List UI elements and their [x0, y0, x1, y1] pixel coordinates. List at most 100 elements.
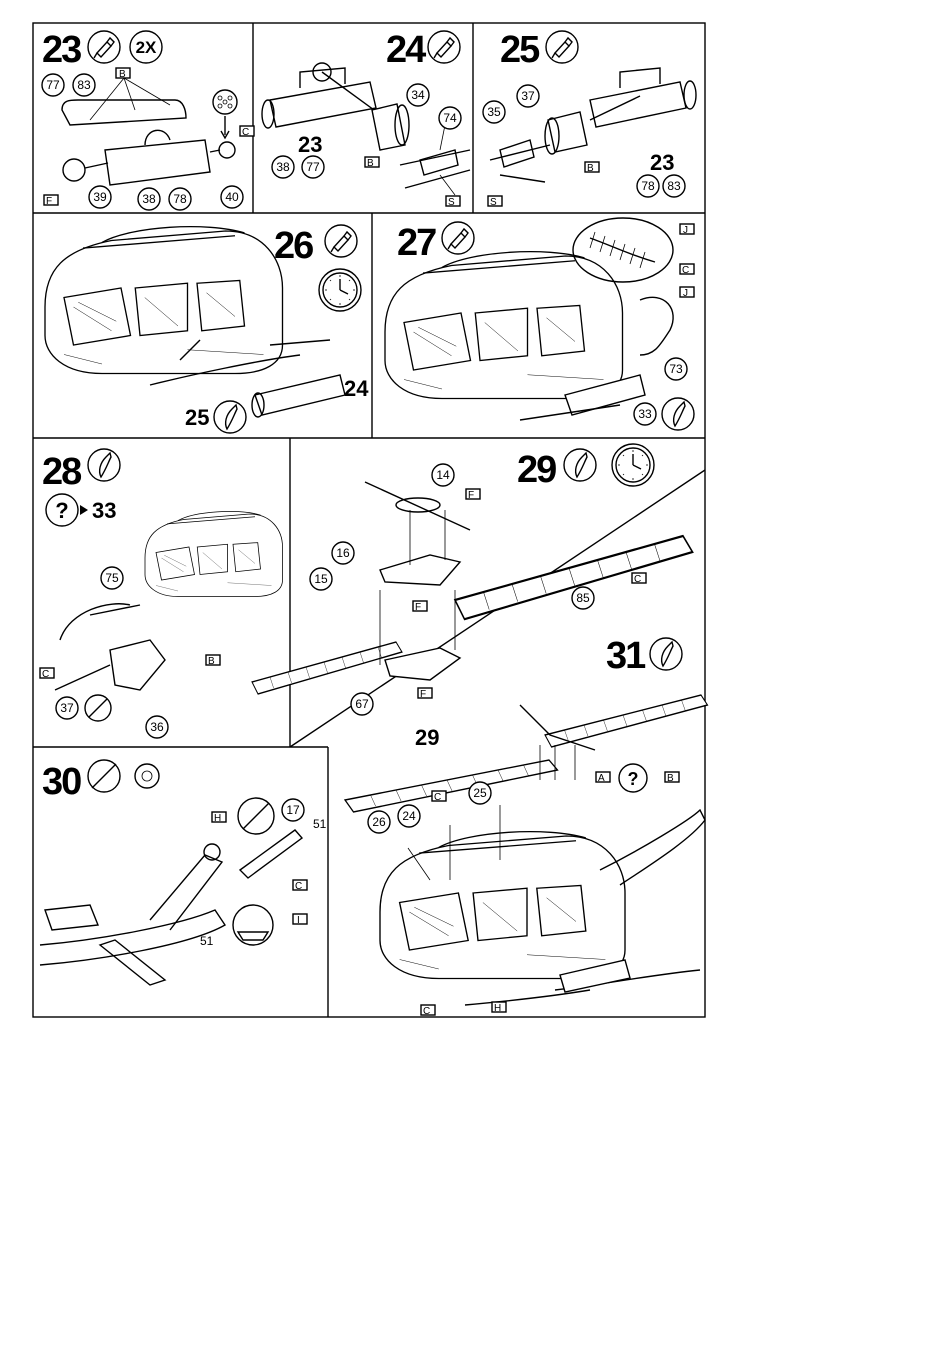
part-pod-body	[105, 140, 210, 185]
rotor-blade	[545, 695, 708, 747]
svg-text:F: F	[415, 602, 421, 613]
step-number: 30	[42, 761, 81, 803]
part-39-shape	[63, 159, 85, 181]
svg-text:C: C	[423, 1006, 430, 1017]
assembly-ref: 23	[298, 132, 322, 157]
ammo-belt	[640, 297, 673, 355]
tail-fin	[45, 905, 98, 930]
step-26-panel: 26 24 25	[45, 225, 369, 433]
svg-text:C: C	[434, 792, 441, 803]
part-callout: 75	[105, 571, 119, 585]
svg-text:A: A	[598, 773, 605, 784]
decal-icon	[135, 764, 159, 788]
step-number: 31	[606, 635, 646, 677]
helicopter-nose	[385, 252, 623, 399]
tail-rotor	[240, 830, 302, 878]
rotor-blade	[455, 536, 693, 619]
svg-text:B: B	[367, 158, 374, 169]
paint-brush-icon	[650, 638, 682, 670]
part-callout: 73	[669, 362, 683, 376]
part-callout: 35	[487, 105, 501, 119]
rotor-head	[380, 555, 460, 585]
part-callout: 83	[77, 78, 91, 92]
svg-text:C: C	[295, 881, 302, 892]
part-callout: 17	[286, 803, 300, 817]
glue-tube-icon	[546, 31, 578, 63]
svg-text:?: ?	[628, 769, 639, 789]
helicopter-body	[380, 832, 625, 979]
part-callout: 37	[60, 701, 74, 715]
svg-text:C: C	[242, 127, 249, 138]
svg-text:C: C	[634, 574, 641, 585]
goto-arrow	[80, 505, 88, 515]
part-callout: 36	[150, 720, 164, 734]
part-label: 51	[200, 934, 214, 948]
part-callout: 16	[336, 546, 350, 560]
part-callout: 33	[638, 407, 652, 421]
svg-text:83: 83	[667, 179, 681, 193]
part-callout: 25	[473, 786, 487, 800]
svg-text:B: B	[667, 773, 674, 784]
part-callout: 38	[142, 192, 156, 206]
svg-text:I: I	[297, 915, 300, 926]
svg-text:J: J	[683, 225, 688, 236]
part-label: 51	[313, 817, 327, 831]
assembly-ref: 24	[344, 376, 369, 401]
svg-text:B: B	[119, 69, 126, 80]
step-number: 24	[386, 29, 426, 71]
step-24-panel: 24 23 38 77 34 74 B S	[262, 29, 470, 208]
clock-icon	[319, 269, 361, 311]
svg-text:C: C	[682, 265, 689, 276]
part-callout: 74	[443, 111, 457, 125]
svg-text:78: 78	[641, 179, 655, 193]
part-pod	[590, 82, 686, 127]
assembly-ref: 29	[415, 725, 439, 750]
step-number: 25	[500, 29, 540, 71]
svg-text:H: H	[214, 813, 221, 824]
step-23-panel: 23 2X B C F 77 83 39 38 78 40	[42, 29, 254, 210]
step-25-panel: 25 37 35 23 78 83 B S	[483, 29, 696, 208]
part-callout: 15	[314, 572, 328, 586]
step-30-panel: 30 17 51 51 H C I	[40, 760, 327, 985]
part-callout: 78	[173, 192, 187, 206]
part-callout: 77	[46, 78, 60, 92]
part-pod	[255, 375, 345, 415]
part-pod	[270, 82, 376, 127]
step-number: 29	[517, 449, 556, 491]
part-callout: 26	[372, 815, 386, 829]
helicopter-nose	[145, 511, 283, 596]
svg-text:?: ?	[55, 498, 68, 523]
svg-text:38: 38	[276, 160, 290, 174]
svg-text:J: J	[683, 288, 688, 299]
paint-brush-icon	[88, 449, 120, 481]
svg-text:F: F	[468, 490, 474, 501]
step-number: 26	[274, 225, 313, 267]
svg-text:S: S	[448, 197, 455, 208]
rotor-blade	[252, 642, 402, 694]
svg-text:B: B	[587, 163, 594, 174]
paint-brush-icon	[214, 401, 246, 433]
svg-text:77: 77	[306, 160, 320, 174]
stabilizer	[100, 940, 165, 985]
svg-text:F: F	[46, 196, 52, 207]
rotor-blade	[345, 760, 558, 812]
clock-icon	[612, 444, 654, 486]
part-callout: 67	[355, 697, 369, 711]
step-27-panel: 27 J C J 73 33	[385, 218, 694, 430]
multiplier-label: 2X	[136, 38, 157, 57]
glue-tube-icon	[88, 31, 120, 63]
part-callout: 37	[521, 89, 535, 103]
step-number: 28	[42, 451, 81, 493]
part-callout: 14	[436, 468, 450, 482]
paint-brush-icon	[564, 449, 596, 481]
glue-tube-icon	[442, 222, 474, 254]
step-31-panel: 31 29 25 24 26 A ? B C C H	[345, 635, 708, 1017]
part-36-shape	[110, 640, 165, 690]
detail-icon	[233, 905, 273, 945]
part-callout: 40	[225, 190, 239, 204]
paint-brush-icon	[662, 398, 694, 430]
flybar	[365, 482, 470, 530]
color-tag-I	[293, 914, 307, 924]
glue-tube-icon	[428, 31, 460, 63]
